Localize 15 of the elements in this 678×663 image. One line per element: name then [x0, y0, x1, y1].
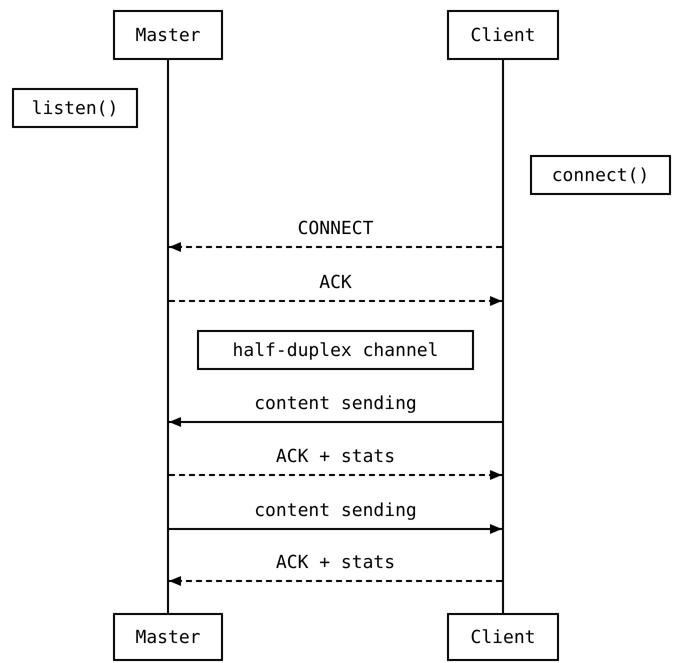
message-arrow	[169, 524, 502, 534]
message-arrow	[169, 576, 502, 586]
participant-box: Client	[447, 10, 559, 60]
participant-box: Master	[113, 10, 223, 60]
participant-box: Client	[447, 613, 559, 661]
lifeline	[167, 60, 169, 613]
message-arrow	[169, 296, 502, 306]
lifeline	[502, 60, 504, 613]
note-box: connect()	[530, 155, 671, 195]
participant-box: Master	[113, 613, 223, 661]
note-box: listen()	[12, 88, 138, 128]
message-arrow	[169, 470, 502, 480]
message-arrow	[169, 242, 502, 252]
note-box: half-duplex channel	[197, 330, 474, 370]
message-arrow	[169, 417, 502, 427]
